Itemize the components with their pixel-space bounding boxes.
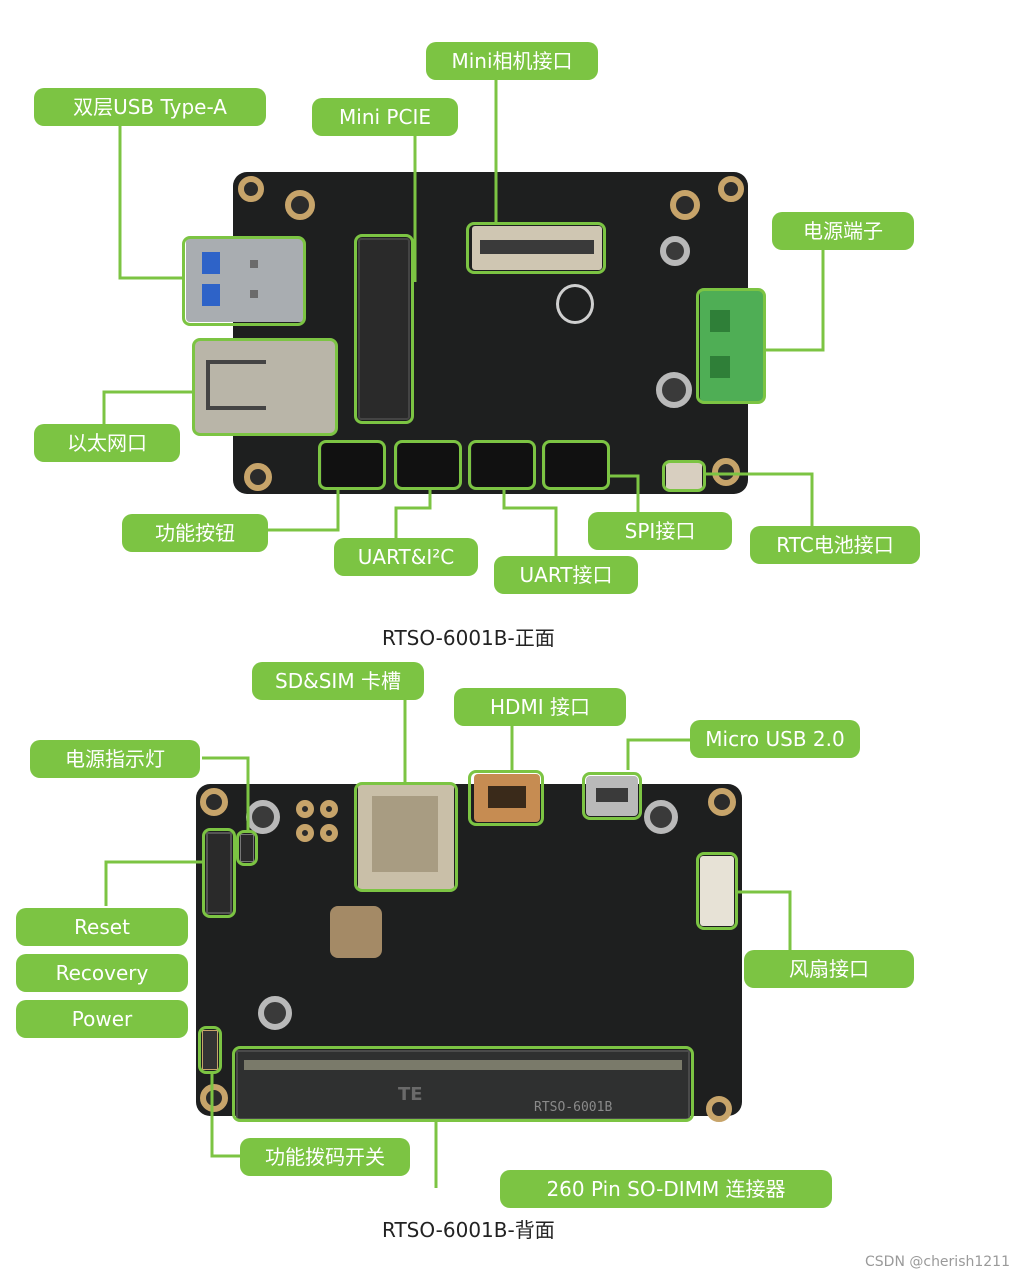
highlight-header-uart-i2c	[394, 440, 462, 490]
label-hdmi: HDMI 接口	[454, 688, 626, 726]
highlight-usb	[182, 236, 306, 326]
fan-connector	[700, 856, 734, 926]
label-reset: Reset	[16, 908, 188, 946]
inductor-chip	[330, 906, 382, 958]
usb-connector	[186, 238, 304, 322]
highlight-header-uart	[468, 440, 536, 490]
camera-fpc-connector	[472, 226, 602, 270]
pin-header-uart-i2c	[398, 442, 460, 488]
micro-usb-connector	[586, 776, 638, 816]
label-recovery: Recovery	[16, 954, 188, 992]
highlight-camera	[466, 222, 606, 274]
sodimm-board-text: RTSO-6001B	[534, 1100, 613, 1115]
dip-switch	[202, 1030, 218, 1070]
front-standoff	[656, 372, 692, 408]
back-via-cluster	[296, 824, 314, 842]
front-mount-hole	[285, 190, 315, 220]
label-fan: 风扇接口	[744, 950, 914, 988]
minipcie-slot	[358, 238, 410, 420]
label-usb: 双层USB Type-A	[34, 88, 266, 126]
sd-sim-slot	[358, 784, 454, 890]
back-mount-hole	[200, 788, 228, 816]
front-mount-hole	[244, 463, 272, 491]
label-spi: SPI接口	[588, 512, 732, 550]
back-via-cluster	[320, 824, 338, 842]
highlight-micro-usb	[582, 772, 642, 820]
board-logo	[556, 284, 594, 324]
button-column	[206, 832, 232, 914]
back-via-cluster	[296, 800, 314, 818]
label-power: Power	[16, 1000, 188, 1038]
back-caption: RTSO-6001B-背面	[382, 1218, 555, 1242]
watermark: CSDN @cherish1211	[865, 1254, 1010, 1270]
highlight-power-terminal	[696, 288, 766, 404]
hdmi-connector	[474, 774, 540, 822]
rtc-battery-connector	[666, 462, 702, 490]
label-sd-sim: SD&SIM 卡槽	[252, 662, 424, 700]
pin-header-spi	[546, 442, 608, 488]
highlight-buttons	[202, 828, 236, 918]
label-power-terminal: 电源端子	[772, 212, 914, 250]
highlight-minipcie	[354, 234, 414, 424]
power-led	[240, 834, 254, 862]
power-terminal-block	[700, 290, 764, 402]
front-mount-hole	[718, 176, 744, 202]
back-mount-hole	[708, 788, 736, 816]
highlight-dip-switch	[198, 1026, 222, 1074]
label-camera: Mini相机接口	[426, 42, 598, 80]
back-via-cluster	[320, 800, 338, 818]
sodimm-connector: TE RTSO-6001B	[236, 1050, 690, 1120]
back-standoff	[644, 800, 678, 834]
highlight-header-spi	[542, 440, 610, 490]
label-uart-i2c: UART&I²C	[334, 538, 478, 576]
highlight-rtc	[662, 460, 706, 492]
highlight-power-led	[236, 830, 258, 866]
ethernet-connector	[194, 340, 336, 434]
front-mount-hole	[238, 176, 264, 202]
pin-header-function	[322, 442, 384, 488]
highlight-sd-sim	[354, 782, 458, 892]
front-standoff	[660, 236, 690, 266]
front-caption: RTSO-6001B-正面	[382, 626, 555, 650]
label-sodimm: 260 Pin SO-DIMM 连接器	[500, 1170, 832, 1208]
highlight-header-function	[318, 440, 386, 490]
front-mount-hole	[670, 190, 700, 220]
label-micro-usb: Micro USB 2.0	[690, 720, 860, 758]
label-power-led: 电源指示灯	[30, 740, 200, 778]
pin-header-uart	[472, 442, 534, 488]
highlight-ethernet	[192, 338, 338, 436]
back-mount-hole	[706, 1096, 732, 1122]
label-uart: UART接口	[494, 556, 638, 594]
label-rtc: RTC电池接口	[750, 526, 920, 564]
highlight-sodimm	[232, 1046, 694, 1122]
label-ethernet: 以太网口	[34, 424, 180, 462]
label-function-button: 功能按钮	[122, 514, 268, 552]
label-minipcie: Mini PCIE	[312, 98, 458, 136]
label-dip-switch: 功能拨码开关	[240, 1138, 410, 1176]
highlight-hdmi	[468, 770, 544, 826]
highlight-fan	[696, 852, 738, 930]
front-mount-hole	[712, 458, 740, 486]
back-standoff	[258, 996, 292, 1030]
back-mount-hole	[200, 1084, 228, 1112]
